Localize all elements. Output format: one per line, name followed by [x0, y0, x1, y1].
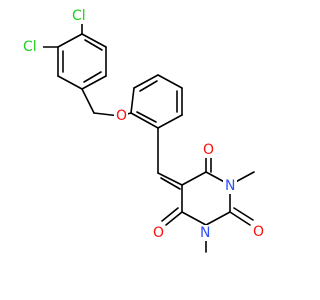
bond — [81, 75, 107, 90]
oxygen-atom-carbonyl-right: O — [251, 224, 265, 240]
atom-label-cl-top: Cl — [72, 8, 86, 24]
atom-label-o-carbonyl-upper: O — [203, 142, 214, 158]
atom-label-o-carbonyl-right: O — [253, 224, 264, 240]
bond — [81, 88, 95, 114]
molecule-structure-diagram: Cl Cl O O N O N O — [21, 8, 265, 253]
bond — [181, 211, 207, 226]
nitrogen-atom-lower: N — [198, 225, 212, 241]
bond — [205, 211, 231, 226]
atom-label-n-upper: N — [225, 178, 235, 194]
bond — [229, 211, 251, 226]
chlorine-atom-top: Cl — [70, 8, 92, 24]
bond — [157, 172, 183, 186]
bond — [57, 33, 83, 48]
bond — [157, 74, 183, 89]
bond — [130, 112, 159, 129]
bond — [57, 75, 83, 90]
bond — [84, 39, 103, 51]
bond — [157, 114, 183, 129]
atom-label-o-carbonyl-lower: O — [153, 225, 164, 241]
bond — [165, 211, 183, 226]
nitrogen-atom-upper: N — [223, 178, 237, 194]
bond — [83, 71, 102, 83]
oxygen-atom-carbonyl-lower: O — [151, 225, 165, 241]
bonds — [39, 21, 255, 253]
bond — [161, 207, 179, 222]
bond — [233, 207, 254, 221]
bond — [160, 177, 181, 190]
atom-labels: Cl Cl O O N O N O — [21, 8, 265, 241]
bond — [130, 87, 135, 114]
atom-label-n-lower: N — [200, 225, 210, 241]
bond — [81, 33, 107, 48]
bond — [133, 74, 159, 89]
bond — [139, 80, 158, 92]
chlorine-atom-left: Cl — [21, 39, 43, 55]
bond — [136, 111, 157, 123]
atom-label-o-ether: O — [116, 108, 127, 124]
oxygen-atom-carbonyl-upper: O — [201, 142, 215, 158]
oxygen-atom-ether: O — [114, 108, 128, 124]
atom-label-cl-left: Cl — [23, 39, 37, 55]
bond — [181, 171, 207, 186]
